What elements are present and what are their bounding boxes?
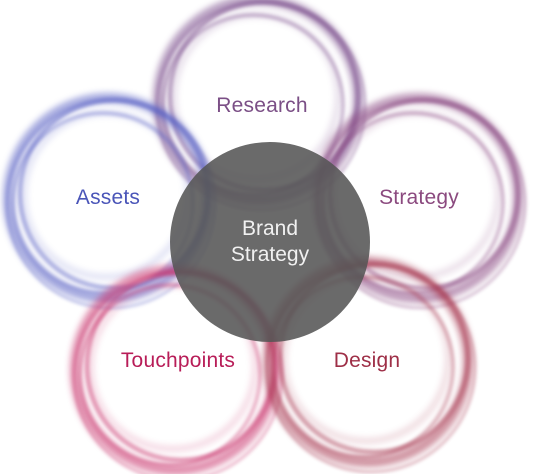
design-label: Design [333, 349, 401, 372]
research-label: Research [216, 94, 308, 117]
center-label: Brand Strategy [231, 216, 309, 268]
strategy-label: Strategy [379, 186, 459, 209]
touchpoints-label: Touchpoints [120, 349, 236, 372]
center-label-line2: Strategy [230, 243, 310, 266]
center-label-line1: Brand [241, 217, 299, 240]
assets-label: Assets [75, 186, 141, 209]
design-ring-stroke [281, 274, 451, 444]
touchpoints-ring-stroke [88, 282, 258, 452]
center-circle [170, 142, 370, 342]
design-ring-stroke [265, 262, 477, 474]
